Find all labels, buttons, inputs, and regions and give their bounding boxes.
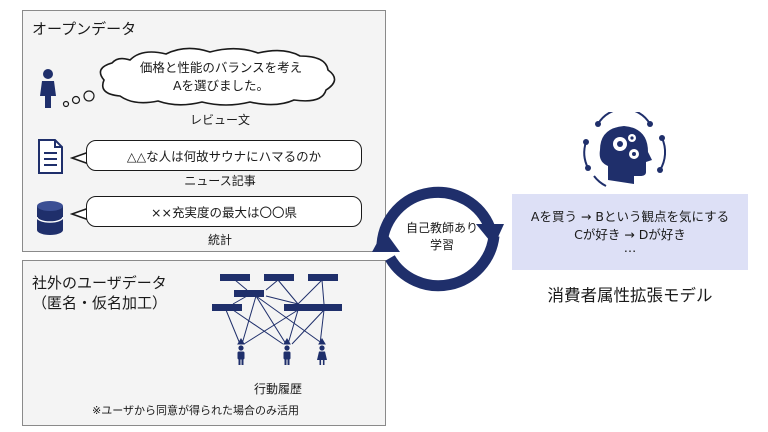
behavior-graph <box>212 274 342 365</box>
learning-cycle-arrows <box>372 186 504 292</box>
document-icon <box>38 139 63 174</box>
news-caption: ニュース記事 <box>184 174 256 188</box>
stats-text: ××充実度の最大は〇〇県 <box>151 205 297 220</box>
user-icons <box>237 345 327 365</box>
model-line-2: Cが好き → Dが好き <box>574 227 686 242</box>
learning-label: 自己教師あり 学習 <box>392 220 492 254</box>
user-data-title-line-1: 社外のユーザデータ <box>32 274 167 292</box>
user-data-panel <box>22 260 386 426</box>
consent-note: ※ユーザから同意が得られた場合のみ活用 <box>92 404 299 417</box>
model-line-3: … <box>623 240 637 255</box>
ai-head-icon <box>583 112 667 187</box>
learning-label-line-2: 学習 <box>429 238 454 252</box>
model-line-1: Aを買う → Bという観点を気にする <box>530 209 730 224</box>
stats-bubble: ××充実度の最大は〇〇県 <box>86 196 362 227</box>
news-text: △△な人は何故サウナにハマるのか <box>126 149 322 164</box>
review-line-1: 価格と性能のバランスを考え <box>139 60 303 75</box>
review-caption: レビュー文 <box>189 113 250 127</box>
model-output-box <box>512 194 748 270</box>
database-icon <box>36 201 64 235</box>
speech-tail <box>70 207 90 221</box>
user-data-caption: 行動履歴 <box>253 382 302 396</box>
open-data-title: オープンデータ <box>32 20 137 38</box>
cycle-arrowhead-left <box>372 230 400 252</box>
review-line-2: Aを選びました。 <box>172 78 270 93</box>
stats-caption: 統計 <box>207 233 232 247</box>
person-icon <box>40 69 95 108</box>
user-data-title-line-2: （匿名・仮名加工） <box>32 294 168 312</box>
cycle-arrowhead-right <box>476 224 504 246</box>
model-title: 消費者属性拡張モデル <box>547 286 713 305</box>
news-bubble: △△な人は何故サウナにハマるのか <box>86 140 362 171</box>
thought-bubble <box>99 47 336 106</box>
speech-tail <box>70 151 90 165</box>
learning-label-line-1: 自己教師あり <box>405 221 478 235</box>
